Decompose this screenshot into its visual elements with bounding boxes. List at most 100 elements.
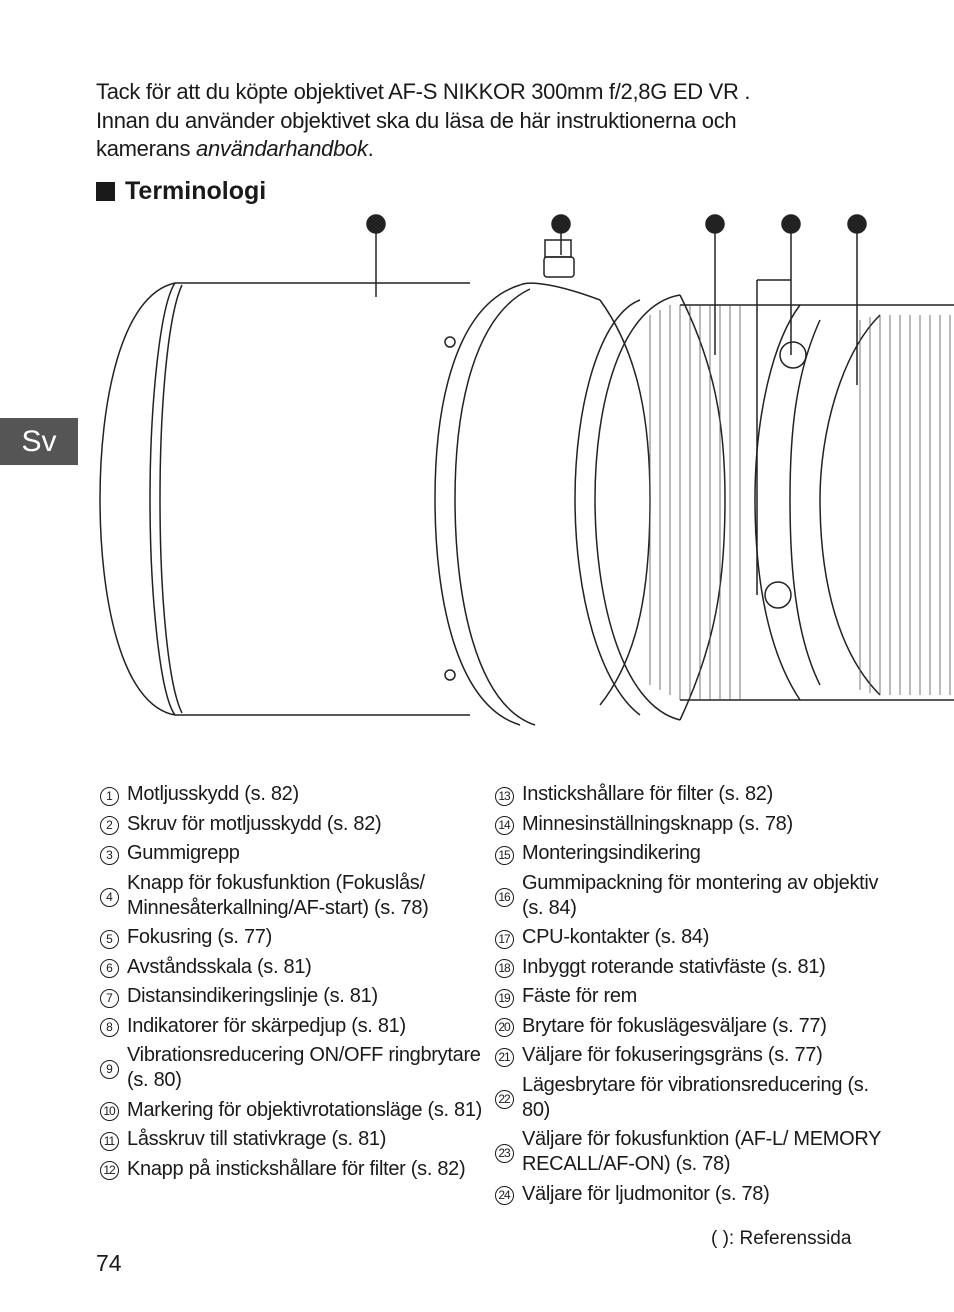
- reference-note: ( ): Referenssida: [711, 1228, 852, 1249]
- text: .: [367, 136, 374, 161]
- list-item: 17 CPU-kontakter (s. 84): [493, 925, 883, 950]
- list-item: 1 Motljusskydd (s. 82): [98, 782, 488, 807]
- item-number: 11: [98, 1127, 120, 1152]
- item-text: Inbyggt roterande stativfäste (s. 81): [522, 955, 826, 978]
- intro-line: Innan du använder objektivet ska du läsa…: [96, 107, 737, 133]
- number-badge: 10: [99, 1102, 119, 1121]
- intro-line: Tack för att du köpte objektivet AF-S NI…: [96, 79, 751, 104]
- item-text: Brytare för fokuslägesväljare (s. 77): [522, 1014, 827, 1037]
- item-number: 4: [98, 871, 120, 921]
- list-item: 4 Knapp för fokusfunktion (Fokuslås/ Minn…: [98, 871, 488, 921]
- callouts: [366, 214, 867, 234]
- number-badge: 22: [494, 1089, 514, 1109]
- item-text: Motljusskydd (s. 82): [127, 783, 299, 805]
- item-text: Gummipackning för montering av objektiv …: [522, 871, 879, 919]
- item-text: Gummigrepp: [127, 842, 240, 864]
- item-number: 14: [493, 812, 515, 837]
- item-text: Markering för objektivrotationsläge (s. …: [127, 1098, 483, 1121]
- number-badge: 8: [99, 1018, 119, 1037]
- item-number: 15: [493, 841, 515, 866]
- item-text: Väljare för fokusfunktion (AF-L/ MEMORY …: [522, 1128, 881, 1175]
- item-text: Lägesbrytare för vibrationsreducering (s…: [522, 1073, 869, 1121]
- callout-5: 5: [853, 216, 861, 233]
- list-item: 2 Skruv för motljusskydd (s. 82): [98, 812, 488, 837]
- callout-3: 3: [711, 216, 719, 233]
- item-text: Monteringsindikering: [522, 842, 701, 864]
- number-badge: 1: [99, 786, 119, 806]
- item-number: 20: [493, 1014, 515, 1039]
- list-item: 23 Väljare för fokusfunktion (AF-L/ MEMOR…: [493, 1127, 883, 1177]
- number-badge: 19: [494, 988, 514, 1008]
- item-number: 17: [493, 925, 515, 950]
- item-text: CPU-kontakter (s. 84): [522, 926, 710, 948]
- list-item: 21 Väljare för fokuseringsgräns (s. 77): [493, 1043, 883, 1068]
- item-number: 9: [98, 1043, 120, 1093]
- lens-illustration: 1 2 3 4 5: [99, 214, 954, 726]
- item-number: 19: [493, 984, 515, 1009]
- parts-list-left: 1 Motljusskydd (s. 82) 2 Skruv för motljuss…: [98, 782, 488, 1186]
- list-item: 20 Brytare för fokuslägesväljare (s. 77): [493, 1014, 883, 1039]
- list-item: 3 Gummigrepp: [98, 841, 488, 866]
- number-badge: 24: [494, 1186, 514, 1205]
- text: kamerans: [96, 136, 197, 161]
- intro-line: kamerans användarhandbok.: [96, 135, 896, 164]
- manual-title: användarhandbok: [196, 136, 368, 161]
- list-item: 13 Instickshållare för filter (s. 82): [493, 782, 883, 807]
- number-badge: 7: [99, 988, 119, 1008]
- list-item: 11 Låsskruv till stativkrage (s. 81): [98, 1127, 488, 1152]
- number-badge: 18: [494, 959, 514, 978]
- item-number: 24: [493, 1182, 515, 1207]
- page-number: 74: [96, 1250, 122, 1276]
- item-number: 6: [98, 955, 120, 980]
- item-text: Skruv för motljusskydd (s. 82): [127, 812, 382, 835]
- item-text: Distansindikeringslinje (s. 81): [127, 985, 378, 1007]
- list-item: 22 Lägesbrytare för vibrationsreducering …: [493, 1073, 883, 1123]
- number-badge: 4: [99, 887, 119, 907]
- item-text: Väljare för ljudmonitor (s. 78): [522, 1182, 770, 1205]
- item-text: Knapp på instickshållare för filter (s. …: [127, 1157, 466, 1180]
- item-text: Låsskruv till stativkrage (s. 81): [127, 1128, 387, 1150]
- item-number: 21: [493, 1043, 515, 1068]
- item-text: Fäste för rem: [522, 985, 638, 1007]
- item-text: Avståndsskala (s. 81): [127, 955, 312, 978]
- item-number: 2: [98, 812, 120, 837]
- number-badge: 2: [99, 816, 119, 835]
- item-text: Knapp för fokusfunktion (Fokuslås/ Minne…: [127, 871, 429, 919]
- list-item: 19 Fäste för rem: [493, 984, 883, 1009]
- item-number: 1: [98, 782, 120, 807]
- item-number: 8: [98, 1014, 120, 1039]
- list-item: 24 Väljare för ljudmonitor (s. 78): [493, 1182, 883, 1207]
- item-number: 18: [493, 955, 515, 980]
- item-number: 22: [493, 1073, 515, 1123]
- number-badge: 9: [99, 1060, 119, 1079]
- item-number: 7: [98, 984, 120, 1009]
- item-number: 12: [98, 1157, 120, 1182]
- list-item: 5 Fokusring (s. 77): [98, 925, 488, 950]
- list-item: 18 Inbyggt roterande stativfäste (s. 81): [493, 955, 883, 980]
- item-number: 10: [98, 1098, 120, 1123]
- number-badge: 21: [494, 1047, 514, 1067]
- number-badge: 14: [494, 816, 514, 835]
- item-text: Väljare för fokuseringsgräns (s. 77): [522, 1044, 823, 1066]
- number-badge: 17: [494, 929, 514, 949]
- item-number: 3: [98, 841, 120, 866]
- list-item: 6 Avståndsskala (s. 81): [98, 955, 488, 980]
- number-badge: 6: [99, 959, 119, 978]
- number-badge: 23: [494, 1144, 514, 1163]
- list-item: 15 Monteringsindikering: [493, 841, 883, 866]
- number-badge: 12: [99, 1161, 119, 1180]
- number-badge: 5: [99, 929, 119, 949]
- item-text: Fokusring (s. 77): [127, 926, 272, 948]
- item-number: 13: [493, 782, 515, 807]
- item-text: Vibrationsreducering ON/OFF ringbrytare …: [127, 1044, 481, 1091]
- callout-4: 4: [787, 216, 795, 233]
- item-number: 5: [98, 925, 120, 950]
- list-item: 7 Distansindikeringslinje (s. 81): [98, 984, 488, 1009]
- heading-text: Terminologi: [125, 177, 267, 205]
- item-text: Instickshållare för filter (s. 82): [522, 783, 773, 805]
